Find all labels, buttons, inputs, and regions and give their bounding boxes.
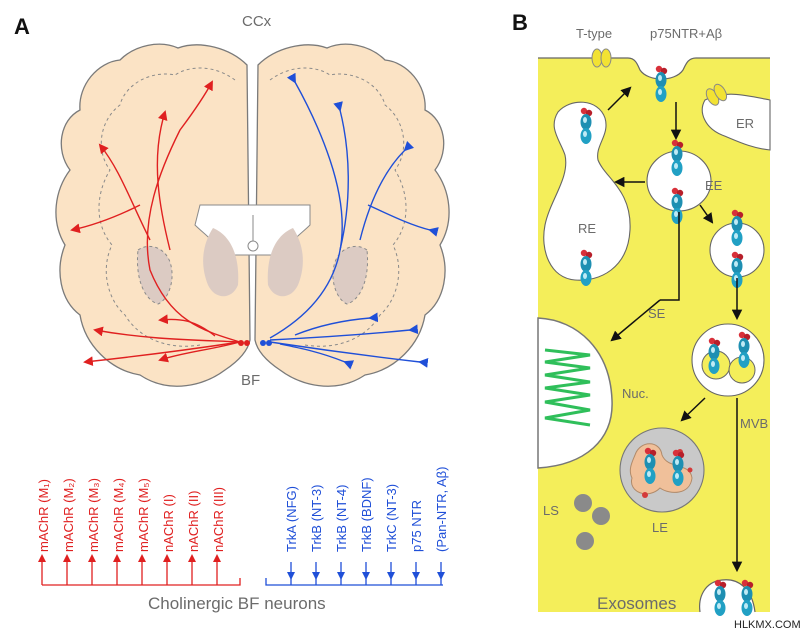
left-hemisphere [55, 43, 251, 387]
bf-label: BF [241, 372, 260, 389]
p75-label: p75NTR+Aβ [650, 26, 722, 41]
recycling-endosome [543, 101, 631, 281]
ls-label: LS [543, 503, 559, 518]
ee-label: EE [705, 178, 723, 193]
receptor-red-5: mAChR (M₅) [136, 478, 151, 552]
receptor-blue-2: TrkB (NT-3) [309, 485, 324, 552]
red-cholinergic-projections [70, 80, 241, 367]
right-hemisphere [254, 43, 450, 387]
receptor-red-6: nAChR (I) [161, 494, 176, 552]
receptor-blue-5: TrkC (NT-3) [384, 484, 399, 552]
right-white-matter-boundary [269, 67, 407, 347]
receptor-red-4: mAChR (M₄) [111, 478, 126, 552]
receptor-blue-7: (Pan-NTR, Aβ) [434, 467, 449, 553]
receptor-red-2: mAChR (M₂) [61, 478, 76, 552]
receptor-blue-1: TrkA (NFG) [284, 486, 299, 552]
receptor-red-1: mAChR (M₁) [36, 479, 51, 552]
red-bracket [41, 558, 241, 586]
footer-label: Cholinergic BF neurons [148, 594, 326, 613]
right-thalamus [267, 228, 303, 297]
t-type-channel [591, 48, 612, 68]
receptor-red-7: nAChR (II) [186, 491, 201, 552]
t-type-label: T-type [576, 26, 612, 41]
red-receptor-list: mAChR (M₁) mAChR (M₂) mAChR (M₃) mAChR (… [36, 478, 226, 552]
right-basal-ganglia [332, 246, 369, 305]
receptor-blue-6: p75 NTR [409, 500, 424, 552]
nuc-label: Nuc. [622, 386, 649, 401]
se-label: SE [648, 306, 666, 321]
chromatin [544, 348, 591, 427]
exosomes-label: Exosomes [597, 594, 676, 613]
panel-a-letter: A [14, 14, 30, 39]
mvb-label: MVB [740, 416, 768, 431]
le-label: LE [652, 520, 668, 535]
blue-trophic-projections [269, 72, 439, 370]
receptor-complex [655, 65, 668, 102]
receptor-red-8: nAChR (III) [211, 487, 226, 552]
endoplasmic-reticulum [701, 93, 771, 151]
receptor-blue-3: TrkB (NT-4) [334, 485, 349, 552]
cortex-label: CCx [242, 13, 272, 30]
re-label: RE [578, 221, 596, 236]
receptor-red-3: mAChR (M₃) [86, 478, 101, 552]
receptor-blue-4: TrkB (BDNF) [359, 477, 374, 552]
left-basal-ganglia [136, 246, 173, 305]
watermark: HLKMX.COM [734, 619, 800, 631]
left-thalamus [203, 228, 239, 297]
blue-receptor-list: TrkA (NFG) TrkB (NT-3) TrkB (NT-4) TrkB … [284, 467, 449, 553]
left-bf-neuron [238, 340, 244, 346]
er-channel [705, 83, 728, 106]
lysosome-granule [574, 494, 592, 512]
trafficking-arrows [607, 86, 743, 573]
left-white-matter-boundary [98, 67, 236, 347]
er-label: ER [736, 116, 754, 131]
panel-b-letter: B [512, 10, 528, 35]
right-bf-neuron [260, 340, 266, 346]
